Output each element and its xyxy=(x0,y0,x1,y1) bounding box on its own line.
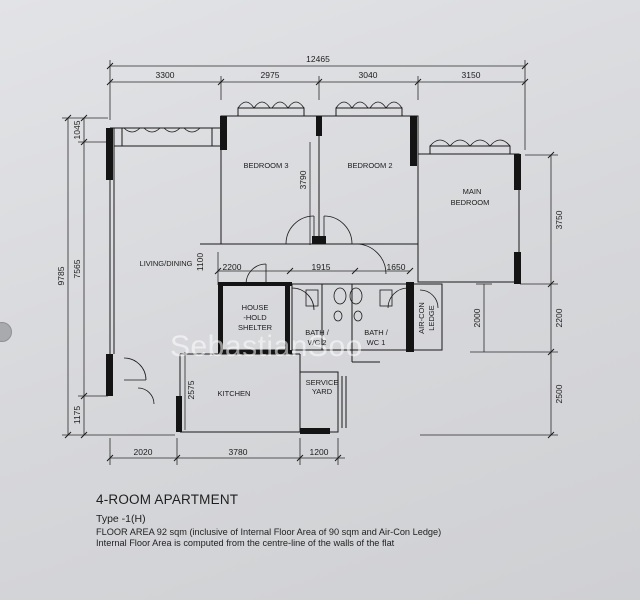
dimension-labels: 12465 3300 2975 3040 3150 9785 1045 7565… xyxy=(56,54,564,457)
dim-right-bottom: 2500 xyxy=(554,384,564,403)
dimension-ticks xyxy=(64,62,555,462)
apartment-title: 4-ROOM APARTMENT xyxy=(96,492,239,507)
room-shelter-1: HOUSE xyxy=(242,303,269,312)
room-bath1-1: BATH / xyxy=(364,328,389,337)
dim-right-mid: 2200 xyxy=(554,308,564,327)
room-shelter-2: -HOLD xyxy=(243,313,267,322)
dim-living-gap: 1100 xyxy=(195,253,205,272)
dim-left-top: 1045 xyxy=(72,120,82,139)
room-service-1: SERVICE xyxy=(306,378,339,387)
room-main-bedroom-2: BEDROOM xyxy=(451,198,490,207)
window-openings xyxy=(123,101,511,147)
room-bath1-2: WC 1 xyxy=(367,338,386,347)
room-bath2-1: BATH / xyxy=(305,328,330,337)
dim-top-seg-2: 2975 xyxy=(261,70,280,80)
room-main-bedroom-1: MAIN xyxy=(463,187,482,196)
dim-bottom-seg-3: 1200 xyxy=(310,447,329,457)
dim-top-seg-3: 3040 xyxy=(359,70,378,80)
room-bath2-2: WC 2 xyxy=(308,338,327,347)
floor-area-line: FLOOR AREA 92 sqm (inclusive of Internal… xyxy=(96,527,442,537)
room-bedroom-2: BEDROOM 2 xyxy=(347,161,392,170)
dim-bedroom-depth: 3790 xyxy=(298,170,308,189)
dim-top-seg-1: 3300 xyxy=(156,70,175,80)
dim-row-1650: 1650 xyxy=(387,262,406,272)
room-living-dining: LIVING/DINING xyxy=(140,259,193,268)
dim-left-outer: 9785 xyxy=(56,266,66,285)
dim-top-total: 12465 xyxy=(306,54,330,64)
dim-right-top: 3750 xyxy=(554,210,564,229)
plan-info: 4-ROOM APARTMENT Type -1(H) FLOOR AREA 9… xyxy=(96,492,441,549)
bath-fixtures xyxy=(305,287,393,322)
dim-bottom-seg-2: 3780 xyxy=(229,447,248,457)
room-aircon-1: AIR-CON xyxy=(417,302,426,334)
structural-walls xyxy=(106,116,521,434)
room-kitchen: KITCHEN xyxy=(218,389,251,398)
dim-left-bottom: 1175 xyxy=(72,406,82,425)
dimension-lines xyxy=(62,60,558,465)
room-bedroom-3: BEDROOM 3 xyxy=(243,161,288,170)
dim-bottom-seg-1: 2020 xyxy=(134,447,153,457)
room-service-2: YARD xyxy=(312,387,333,396)
room-labels: BEDROOM 3 BEDROOM 2 MAIN BEDROOM LIVING/… xyxy=(140,161,490,398)
dim-row-1915: 1915 xyxy=(312,262,331,272)
room-aircon-2: LEDGE xyxy=(427,305,436,330)
dim-kitchen-depth: 2575 xyxy=(186,380,196,399)
dim-row-2200: 2200 xyxy=(223,262,242,272)
dim-bath-depth: 2000 xyxy=(472,308,482,327)
watermark-text: SebastianSoo xyxy=(170,330,363,363)
room-shelter-3: SHELTER xyxy=(238,323,273,332)
dim-top-seg-4: 3150 xyxy=(462,70,481,80)
dim-left-mid: 7565 xyxy=(72,259,82,278)
apartment-type: Type -1(H) xyxy=(96,513,146,525)
internal-area-note: Internal Floor Area is computed from the… xyxy=(96,538,395,548)
